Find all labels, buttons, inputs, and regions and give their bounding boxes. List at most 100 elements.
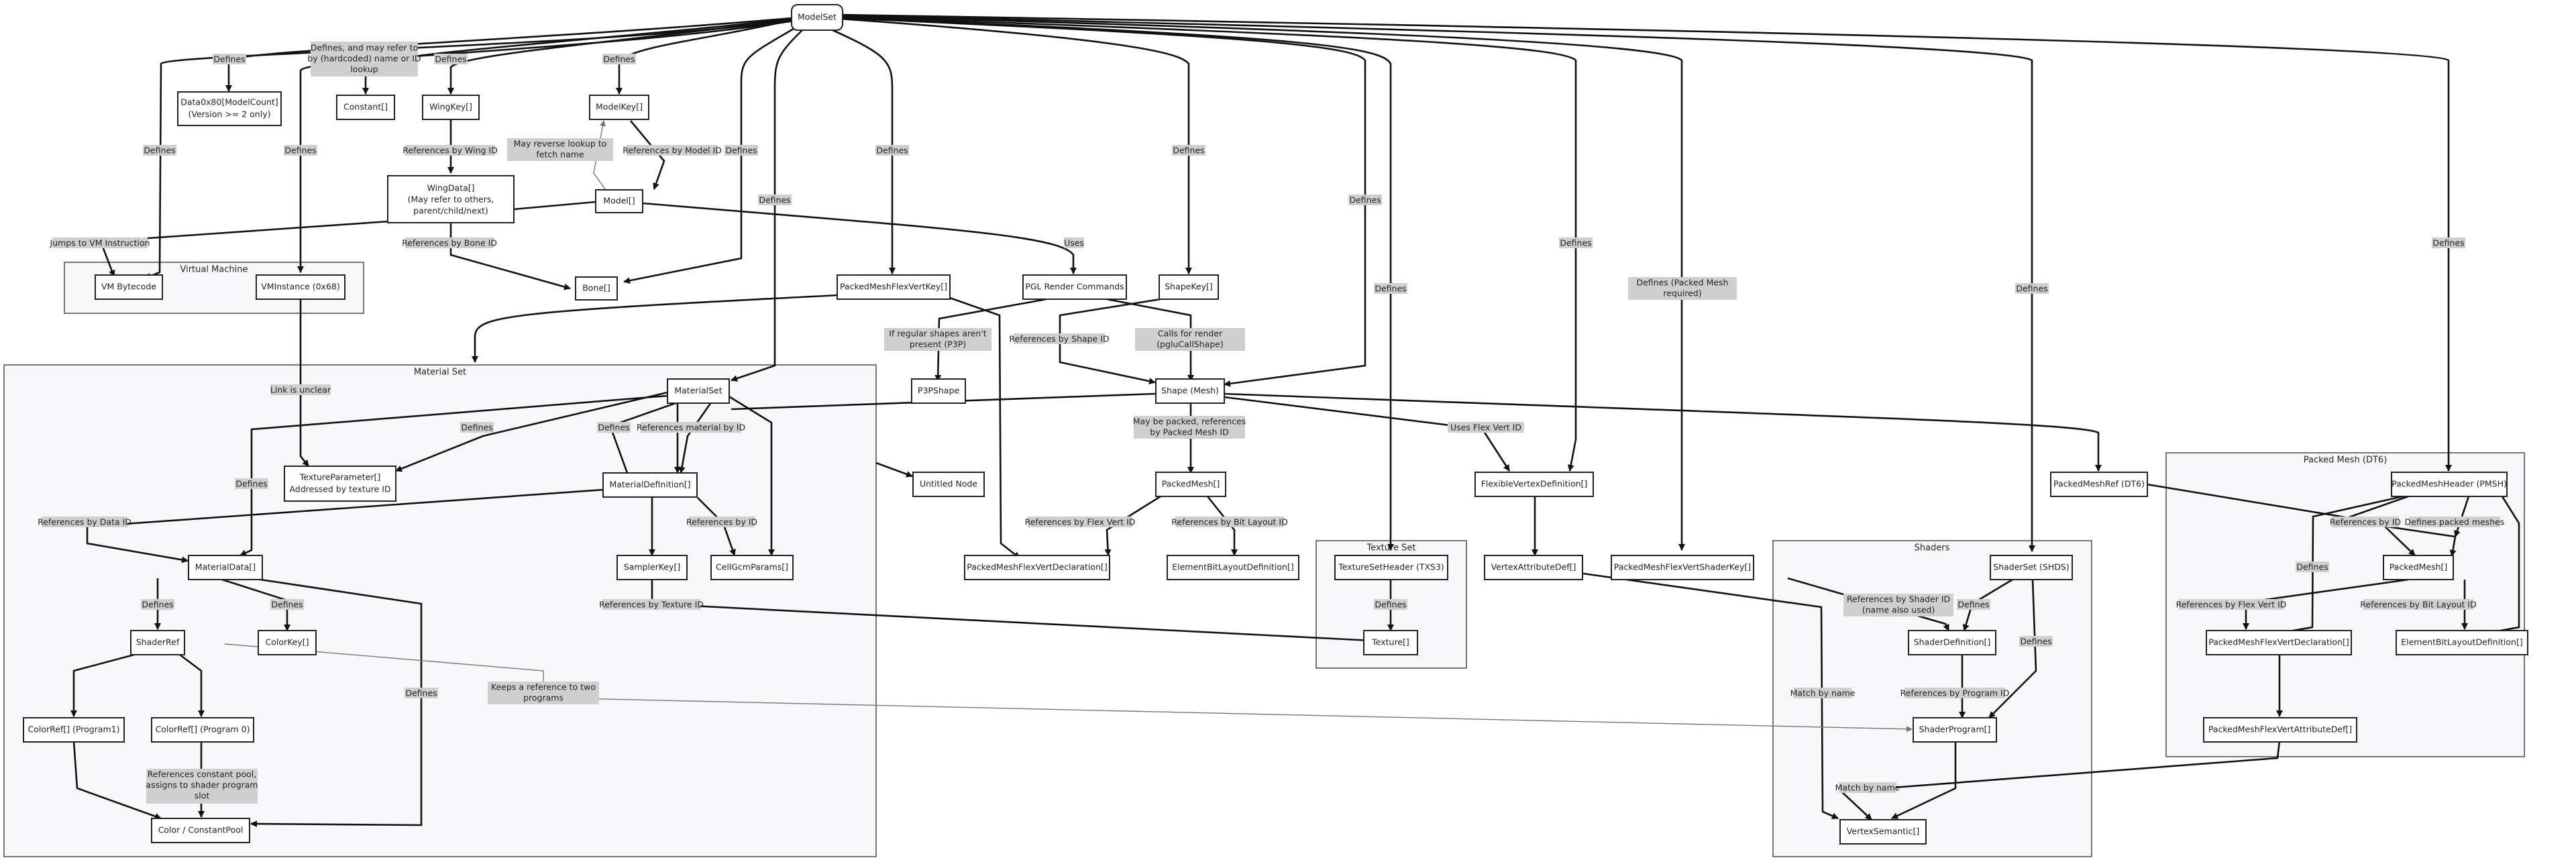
label-text: Defines xyxy=(2016,284,2047,294)
node-packedmeshheader[interactable]: PackedMeshHeader (PMSH) xyxy=(2391,472,2508,497)
cluster-label: Shaders xyxy=(1915,543,1950,553)
label-text: References by Bit Layout ID xyxy=(2360,600,2476,610)
label-text: Defines xyxy=(1375,284,1406,294)
label-text: by Packed Mesh ID xyxy=(1150,427,1228,437)
label-text: Defines xyxy=(2296,562,2328,572)
label-text: CellGcmParams[] xyxy=(716,562,788,572)
node-pm-flexvertdecl-right[interactable]: PackedMeshFlexVertDeclaration[] xyxy=(2206,630,2352,655)
node-vertex-attr-def[interactable]: VertexAttributeDef[] xyxy=(1484,555,1583,580)
node-untitled[interactable]: Untitled Node xyxy=(912,472,985,497)
node-flexible-vertex-def[interactable]: FlexibleVertexDefinition[] xyxy=(1474,472,1594,497)
label-text: References by Texture ID xyxy=(599,600,704,610)
node-shape-mesh[interactable]: Shape (Mesh) xyxy=(1155,378,1225,404)
node-packed-mesh-flexvertkey[interactable]: PackedMeshFlexVertKey[] xyxy=(837,274,951,300)
node-modelset[interactable]: ModelSet xyxy=(791,4,843,31)
node-color-constantpool[interactable]: Color / ConstantPool xyxy=(151,818,250,843)
edge-label: Defines xyxy=(141,599,174,610)
edge-label: Link is unclear xyxy=(270,384,331,395)
node-wingdata[interactable]: WingData[] (May refer to others, parent/… xyxy=(387,175,515,223)
node-element-bitlayout-mid[interactable]: ElementBitLayoutDefinition[] xyxy=(1167,555,1299,580)
node-vertexsemantic[interactable]: VertexSemantic[] xyxy=(1839,819,1927,845)
label-text: References by Shader ID xyxy=(1847,594,1950,604)
label-text: Constant[] xyxy=(343,102,388,112)
label-text: Data0x80[ModelCount] xyxy=(180,97,278,107)
node-colorref-program1[interactable]: ColorRef[] (Program1) xyxy=(23,717,125,743)
node-pgl-render[interactable]: PGL Render Commands xyxy=(1022,274,1127,300)
label-text: PackedMeshFlexVertAttributeDef[] xyxy=(2208,724,2352,735)
edge-label: Defines xyxy=(434,54,468,64)
label-text: ModelSet xyxy=(798,12,837,22)
edge-label: References by Flex Vert ID xyxy=(1025,517,1135,527)
edge-label: References by Wing ID xyxy=(402,145,498,156)
label-text: Addressed by texture ID xyxy=(289,484,390,494)
node-texture-param[interactable]: TextureParameter[] Addressed by texture … xyxy=(284,466,396,502)
cluster-material-set: Material Set xyxy=(3,364,877,857)
edge-label: Defines xyxy=(405,688,438,698)
node-vm-instance[interactable]: VMInstance (0x68) xyxy=(256,274,345,300)
node-element-bitlayout-right[interactable]: ElementBitLayoutDefinition[] xyxy=(2396,630,2528,655)
node-shaderset[interactable]: ShaderSet (SHDS) xyxy=(1990,555,2073,580)
label-text: required) xyxy=(1663,288,1701,299)
node-material-definition[interactable]: MaterialDefinition[] xyxy=(602,472,698,498)
label-text: Defines xyxy=(725,146,757,156)
node-p3pshape[interactable]: P3PShape xyxy=(911,378,966,404)
edge-label: Defines xyxy=(597,422,631,433)
label-text: ColorKey[] xyxy=(265,637,309,647)
node-texture[interactable]: Texture[] xyxy=(1363,630,1418,655)
label-text: Defines xyxy=(2432,238,2464,248)
node-pm-flexvert-shaderkey[interactable]: PackedMeshFlexVertShaderKey[] xyxy=(1611,555,1754,580)
node-shapekey[interactable]: ShapeKey[] xyxy=(1159,274,1219,300)
label-text: References by ID xyxy=(2330,517,2401,527)
label-text: Texture[] xyxy=(1371,637,1409,647)
node-pm-flexvert-attrdef[interactable]: PackedMeshFlexVertAttributeDef[] xyxy=(2203,717,2357,743)
node-shaderdefinition[interactable]: ShaderDefinition[] xyxy=(1908,630,1996,655)
edge-label: Defines xyxy=(1374,599,1407,610)
label-text: VMInstance (0x68) xyxy=(261,282,340,292)
node-wingkey[interactable]: WingKey[] xyxy=(422,95,480,120)
node-shaderref[interactable]: ShaderRef xyxy=(130,630,185,655)
label-text: VertexSemantic[] xyxy=(1847,826,1920,837)
edge-label: Jumps to VM Instruction xyxy=(50,237,150,248)
node-data0x80[interactable]: Data0x80[ModelCount] (Version >= 2 only) xyxy=(177,91,282,126)
edge-label: Defines (Packed Mesh required) xyxy=(1628,277,1737,300)
node-model[interactable]: Model[] xyxy=(595,189,643,213)
node-colorkey[interactable]: ColorKey[] xyxy=(258,630,317,655)
node-pm-flexvertdecl-mid[interactable]: PackedMeshFlexVertDeclaration[] xyxy=(964,555,1110,580)
edge-label: Defines xyxy=(270,599,304,610)
edge-label: References by Bone ID xyxy=(402,237,497,248)
node-materialset[interactable]: MaterialSet xyxy=(667,378,730,404)
node-packedmeshref[interactable]: PackedMeshRef (DT6) xyxy=(2050,472,2148,497)
label-text: ElementBitLayoutDefinition[] xyxy=(2401,637,2522,647)
label-text: FlexibleVertexDefinition[] xyxy=(1481,479,1588,489)
node-vm-bytecode[interactable]: VM Bytecode xyxy=(95,274,163,300)
node-bone[interactable]: Bone[] xyxy=(575,276,618,301)
label-text: ColorRef[] (Program 0) xyxy=(156,724,250,735)
edge-label: Defines xyxy=(213,54,246,64)
label-text: Defines xyxy=(603,54,635,64)
label-text: Defines xyxy=(144,146,175,156)
label-text: If regular shapes aren't xyxy=(889,329,986,339)
edge-label: Match by name xyxy=(1835,782,1900,793)
node-packedmesh-mid[interactable]: PackedMesh[] xyxy=(1155,472,1226,497)
node-materialdata[interactable]: MaterialData[] xyxy=(188,555,263,580)
edge-label: Calls for render (pgluCallShape) xyxy=(1135,328,1245,351)
label-text: Jumps to VM Instruction xyxy=(50,238,150,248)
label-text: P3PShape xyxy=(918,386,959,396)
label-text: Uses xyxy=(1064,238,1084,248)
node-packedmesh-right[interactable]: PackedMesh[] xyxy=(2383,555,2454,580)
edge-label: Defines xyxy=(2432,237,2465,248)
label-text: Model[] xyxy=(603,196,635,206)
node-textureset-header[interactable]: TextureSetHeader (TXS3) xyxy=(1334,555,1448,580)
node-constant[interactable]: Constant[] xyxy=(336,95,395,120)
edge-label: Defines xyxy=(235,478,268,489)
label-text: Defines xyxy=(1173,146,1204,156)
label-text: Defines xyxy=(213,54,245,64)
node-shaderprogram[interactable]: ShaderProgram[] xyxy=(1913,717,1997,743)
label-text: (pgluCallShape) xyxy=(1157,339,1224,349)
edge-label: Defines xyxy=(724,145,758,156)
node-cellgcmparams[interactable]: CellGcmParams[] xyxy=(710,555,794,580)
node-samplerkey[interactable]: SamplerKey[] xyxy=(616,555,688,580)
node-colorref-program0[interactable]: ColorRef[] (Program 0) xyxy=(151,717,254,743)
edge-label: References by ID xyxy=(2330,517,2401,527)
node-modelkey[interactable]: ModelKey[] xyxy=(589,95,649,120)
